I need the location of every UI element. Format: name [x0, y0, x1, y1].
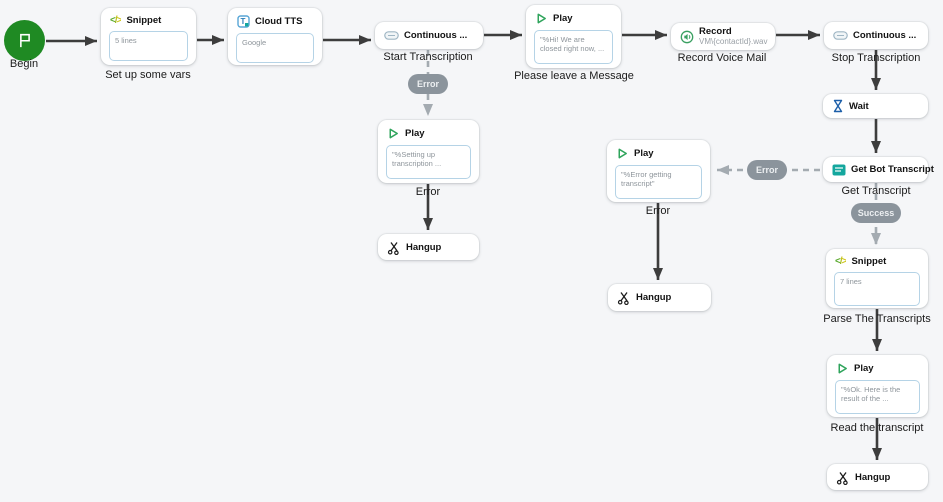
record-filename: VM\{contactId}.wav — [699, 36, 768, 46]
node-header: Hangup — [608, 284, 711, 311]
continuous-transcription-icon — [833, 31, 848, 40]
text-to-speech-icon: T — [237, 15, 250, 28]
node-title: Get Bot Transcript — [851, 164, 934, 175]
code-icon: </> — [835, 256, 848, 267]
caption-record-voice-mail: Record Voice Mail — [677, 52, 767, 64]
node-continuous-start[interactable]: Continuous ... — [375, 22, 483, 49]
node-title: Continuous ... — [853, 30, 917, 41]
caption-please-leave-message: Please leave a Message — [514, 70, 634, 82]
node-title: Hangup — [636, 292, 672, 303]
node-hangup-main[interactable]: Hangup — [827, 464, 928, 490]
node-header: Record VM\{contactId}.wav — [671, 23, 775, 50]
play-icon — [836, 362, 849, 375]
record-audio-icon — [680, 30, 694, 44]
play-icon — [616, 147, 629, 160]
node-header: Wait — [823, 94, 928, 118]
node-hangup-setup-error[interactable]: Hangup — [378, 234, 479, 260]
node-cloud-tts[interactable]: T Cloud TTS Google — [228, 8, 322, 65]
hourglass-icon — [832, 99, 844, 113]
caption-parse-transcripts: Parse The Transcripts — [823, 313, 931, 325]
begin-node[interactable] — [4, 20, 45, 61]
caption-start-transcription: Start Transcription — [383, 51, 473, 63]
success-badge: Success — [851, 203, 901, 223]
node-header: Play — [378, 120, 479, 142]
node-play-transcript-error[interactable]: Play "%Error getting transcript" — [607, 140, 710, 202]
node-title: Continuous ... — [404, 30, 468, 41]
caption-stop-transcription: Stop Transcription — [831, 52, 921, 64]
play-setup-error-value[interactable]: "%Setting up transcription ... — [386, 145, 471, 179]
snippet-parse-value[interactable]: 7 lines — [834, 272, 920, 306]
play-greeting-value[interactable]: "%Hi! We are closed right now, ... — [534, 30, 613, 64]
node-title: Play — [405, 128, 425, 139]
node-hangup-transcript-error[interactable]: Hangup — [608, 284, 711, 311]
node-title: Play — [553, 13, 573, 24]
caption-set-up-vars: Set up some vars — [105, 69, 191, 81]
hangup-icon — [617, 290, 631, 305]
continuous-transcription-icon — [384, 31, 399, 40]
play-icon — [387, 127, 400, 140]
node-header: Continuous ... — [824, 22, 928, 49]
node-title: Wait — [849, 100, 869, 112]
node-header: T Cloud TTS — [228, 8, 322, 30]
play-transcript-error-value[interactable]: "%Error getting transcript" — [615, 165, 702, 199]
caption-error-setup: Error — [415, 186, 441, 198]
svg-text:T: T — [241, 17, 246, 26]
node-header: Get Bot Transcript — [823, 157, 934, 182]
error-badge-transcript: Error — [747, 160, 787, 180]
node-snippet-parse[interactable]: </> Snippet 7 lines — [826, 249, 928, 308]
node-header: Hangup — [827, 464, 928, 490]
caption-get-transcript: Get Transcript — [841, 185, 911, 197]
node-wait[interactable]: Wait — [823, 94, 928, 118]
node-header: Play — [607, 140, 710, 162]
caption-error-transcript: Error — [645, 205, 671, 217]
node-header: Hangup — [378, 234, 479, 260]
node-header: </> Snippet — [101, 8, 196, 28]
node-header: </> Snippet — [826, 249, 928, 269]
node-snippet-vars[interactable]: </> Snippet 5 lines — [101, 8, 196, 65]
error-badge-start: Error — [408, 74, 448, 94]
hangup-icon — [387, 240, 401, 255]
node-title: Play — [634, 148, 654, 159]
node-record[interactable]: Record VM\{contactId}.wav — [671, 23, 775, 50]
node-header: Continuous ... — [375, 22, 483, 49]
begin-label: Begin — [9, 58, 39, 70]
node-play-result[interactable]: Play "%Ok. Here is the result of the ... — [827, 355, 928, 417]
node-play-greeting[interactable]: Play "%Hi! We are closed right now, ... — [526, 5, 621, 68]
node-header: Play — [827, 355, 928, 377]
node-title: Record — [699, 25, 732, 37]
cloud-tts-value[interactable]: Google — [236, 33, 314, 63]
caption-read-transcript: Read the transcript — [830, 422, 924, 434]
node-title: Hangup — [406, 241, 442, 253]
snippet-vars-value[interactable]: 5 lines — [109, 31, 188, 61]
node-play-setup-error[interactable]: Play "%Setting up transcription ... — [378, 120, 479, 183]
code-icon: </> — [110, 15, 123, 26]
node-title: Snippet — [126, 15, 162, 26]
hangup-icon — [836, 470, 850, 485]
node-title: Snippet — [851, 256, 887, 267]
transcript-icon — [832, 164, 846, 176]
node-continuous-stop[interactable]: Continuous ... — [824, 22, 928, 49]
play-result-value[interactable]: "%Ok. Here is the result of the ... — [835, 380, 920, 414]
node-header: Play — [526, 5, 621, 27]
node-title: Hangup — [855, 471, 891, 483]
node-get-bot-transcript[interactable]: Get Bot Transcript — [823, 157, 934, 182]
node-title: Cloud TTS — [255, 16, 303, 27]
play-icon — [535, 12, 548, 25]
node-title: Play — [854, 363, 874, 374]
flag-icon — [16, 32, 33, 49]
